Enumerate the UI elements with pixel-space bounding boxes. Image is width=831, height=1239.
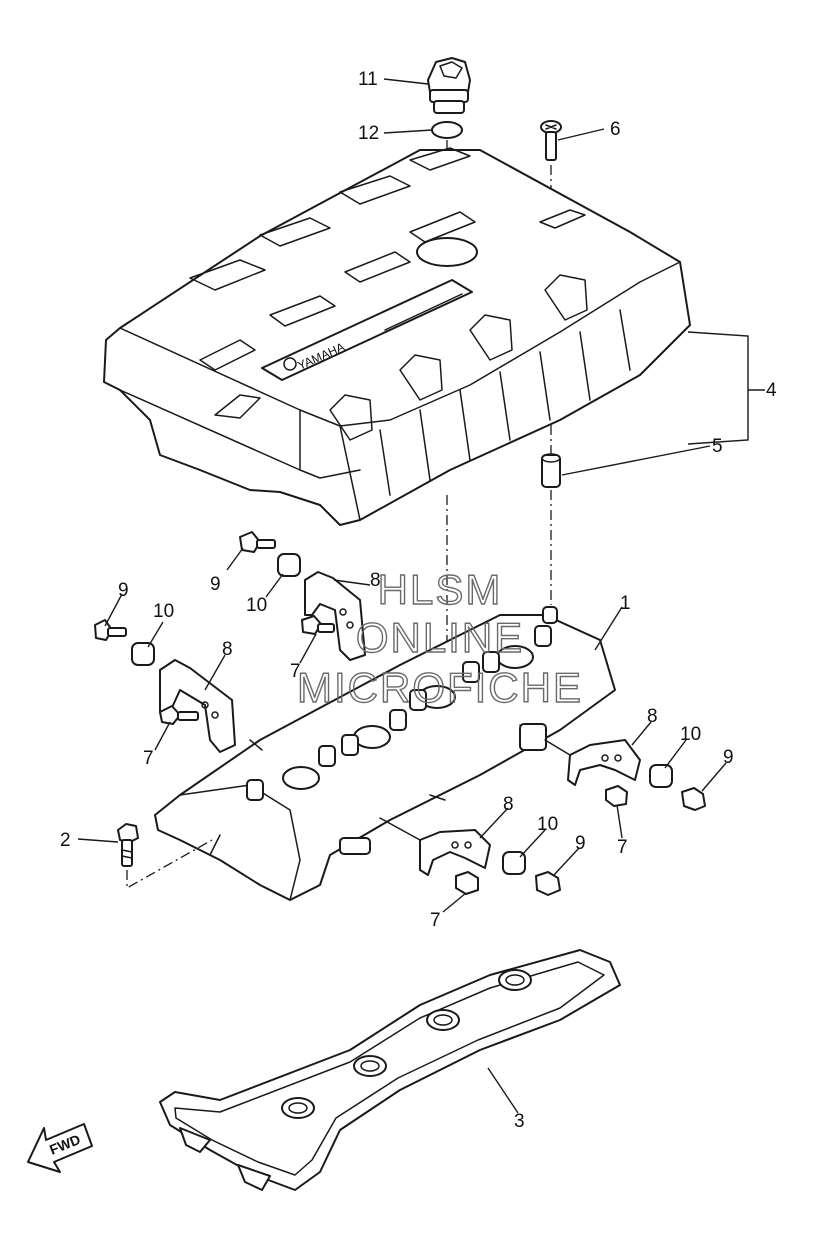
bracket-set-lower xyxy=(379,817,561,896)
watermark-line-1: HLSM xyxy=(378,566,503,613)
callout-11: 11 xyxy=(358,69,378,90)
callout-3: 3 xyxy=(514,1111,525,1132)
damper-grommet xyxy=(541,453,561,488)
cylinder-head-cover xyxy=(154,606,616,901)
callout-7d: 7 xyxy=(430,910,441,931)
callout-8b: 8 xyxy=(222,639,233,660)
callout-9b: 9 xyxy=(118,580,129,601)
watermark-line-2: ONLINE xyxy=(356,614,524,661)
callout-2: 2 xyxy=(60,830,71,851)
callout-numbers: 11 12 6 4 5 1 2 3 9 10 8 7 9 10 8 7 8 10… xyxy=(60,69,777,1132)
callout-12: 12 xyxy=(358,123,379,144)
callout-6: 6 xyxy=(610,119,621,140)
callout-9d: 9 xyxy=(575,833,586,854)
callout-4: 4 xyxy=(766,380,777,401)
callout-9c: 9 xyxy=(723,747,734,768)
head-cover-gasket xyxy=(159,949,621,1191)
cover-screw xyxy=(540,120,562,161)
callout-5: 5 xyxy=(712,436,723,457)
cover-bolt xyxy=(117,823,139,867)
callout-8c: 8 xyxy=(647,706,658,727)
callout-8d: 8 xyxy=(503,794,514,815)
callout-7a: 7 xyxy=(290,661,301,682)
callout-9a: 9 xyxy=(210,574,221,595)
callout-8a: 8 xyxy=(370,570,381,591)
callout-1: 1 xyxy=(620,593,631,614)
watermark-line-3: MICROFICHE xyxy=(297,664,583,711)
callout-10d: 10 xyxy=(537,814,558,835)
callout-10b: 10 xyxy=(153,601,174,622)
callout-10c: 10 xyxy=(680,724,701,745)
callout-10a: 10 xyxy=(246,595,267,616)
leader-lines xyxy=(77,78,727,1114)
callout-7b: 7 xyxy=(143,748,154,769)
bracket-set-upper xyxy=(239,531,366,661)
callout-7c: 7 xyxy=(617,837,628,858)
oil-filler-cap xyxy=(427,57,471,114)
forward-arrow-icon: FWD xyxy=(27,1123,93,1173)
o-ring xyxy=(431,121,463,139)
watermark: HLSM ONLINE MICROFICHE xyxy=(296,565,583,711)
bracket-set-right xyxy=(544,739,706,811)
bracket-set-left xyxy=(94,619,236,753)
engine-top-cover: YAMAHA xyxy=(103,147,691,526)
